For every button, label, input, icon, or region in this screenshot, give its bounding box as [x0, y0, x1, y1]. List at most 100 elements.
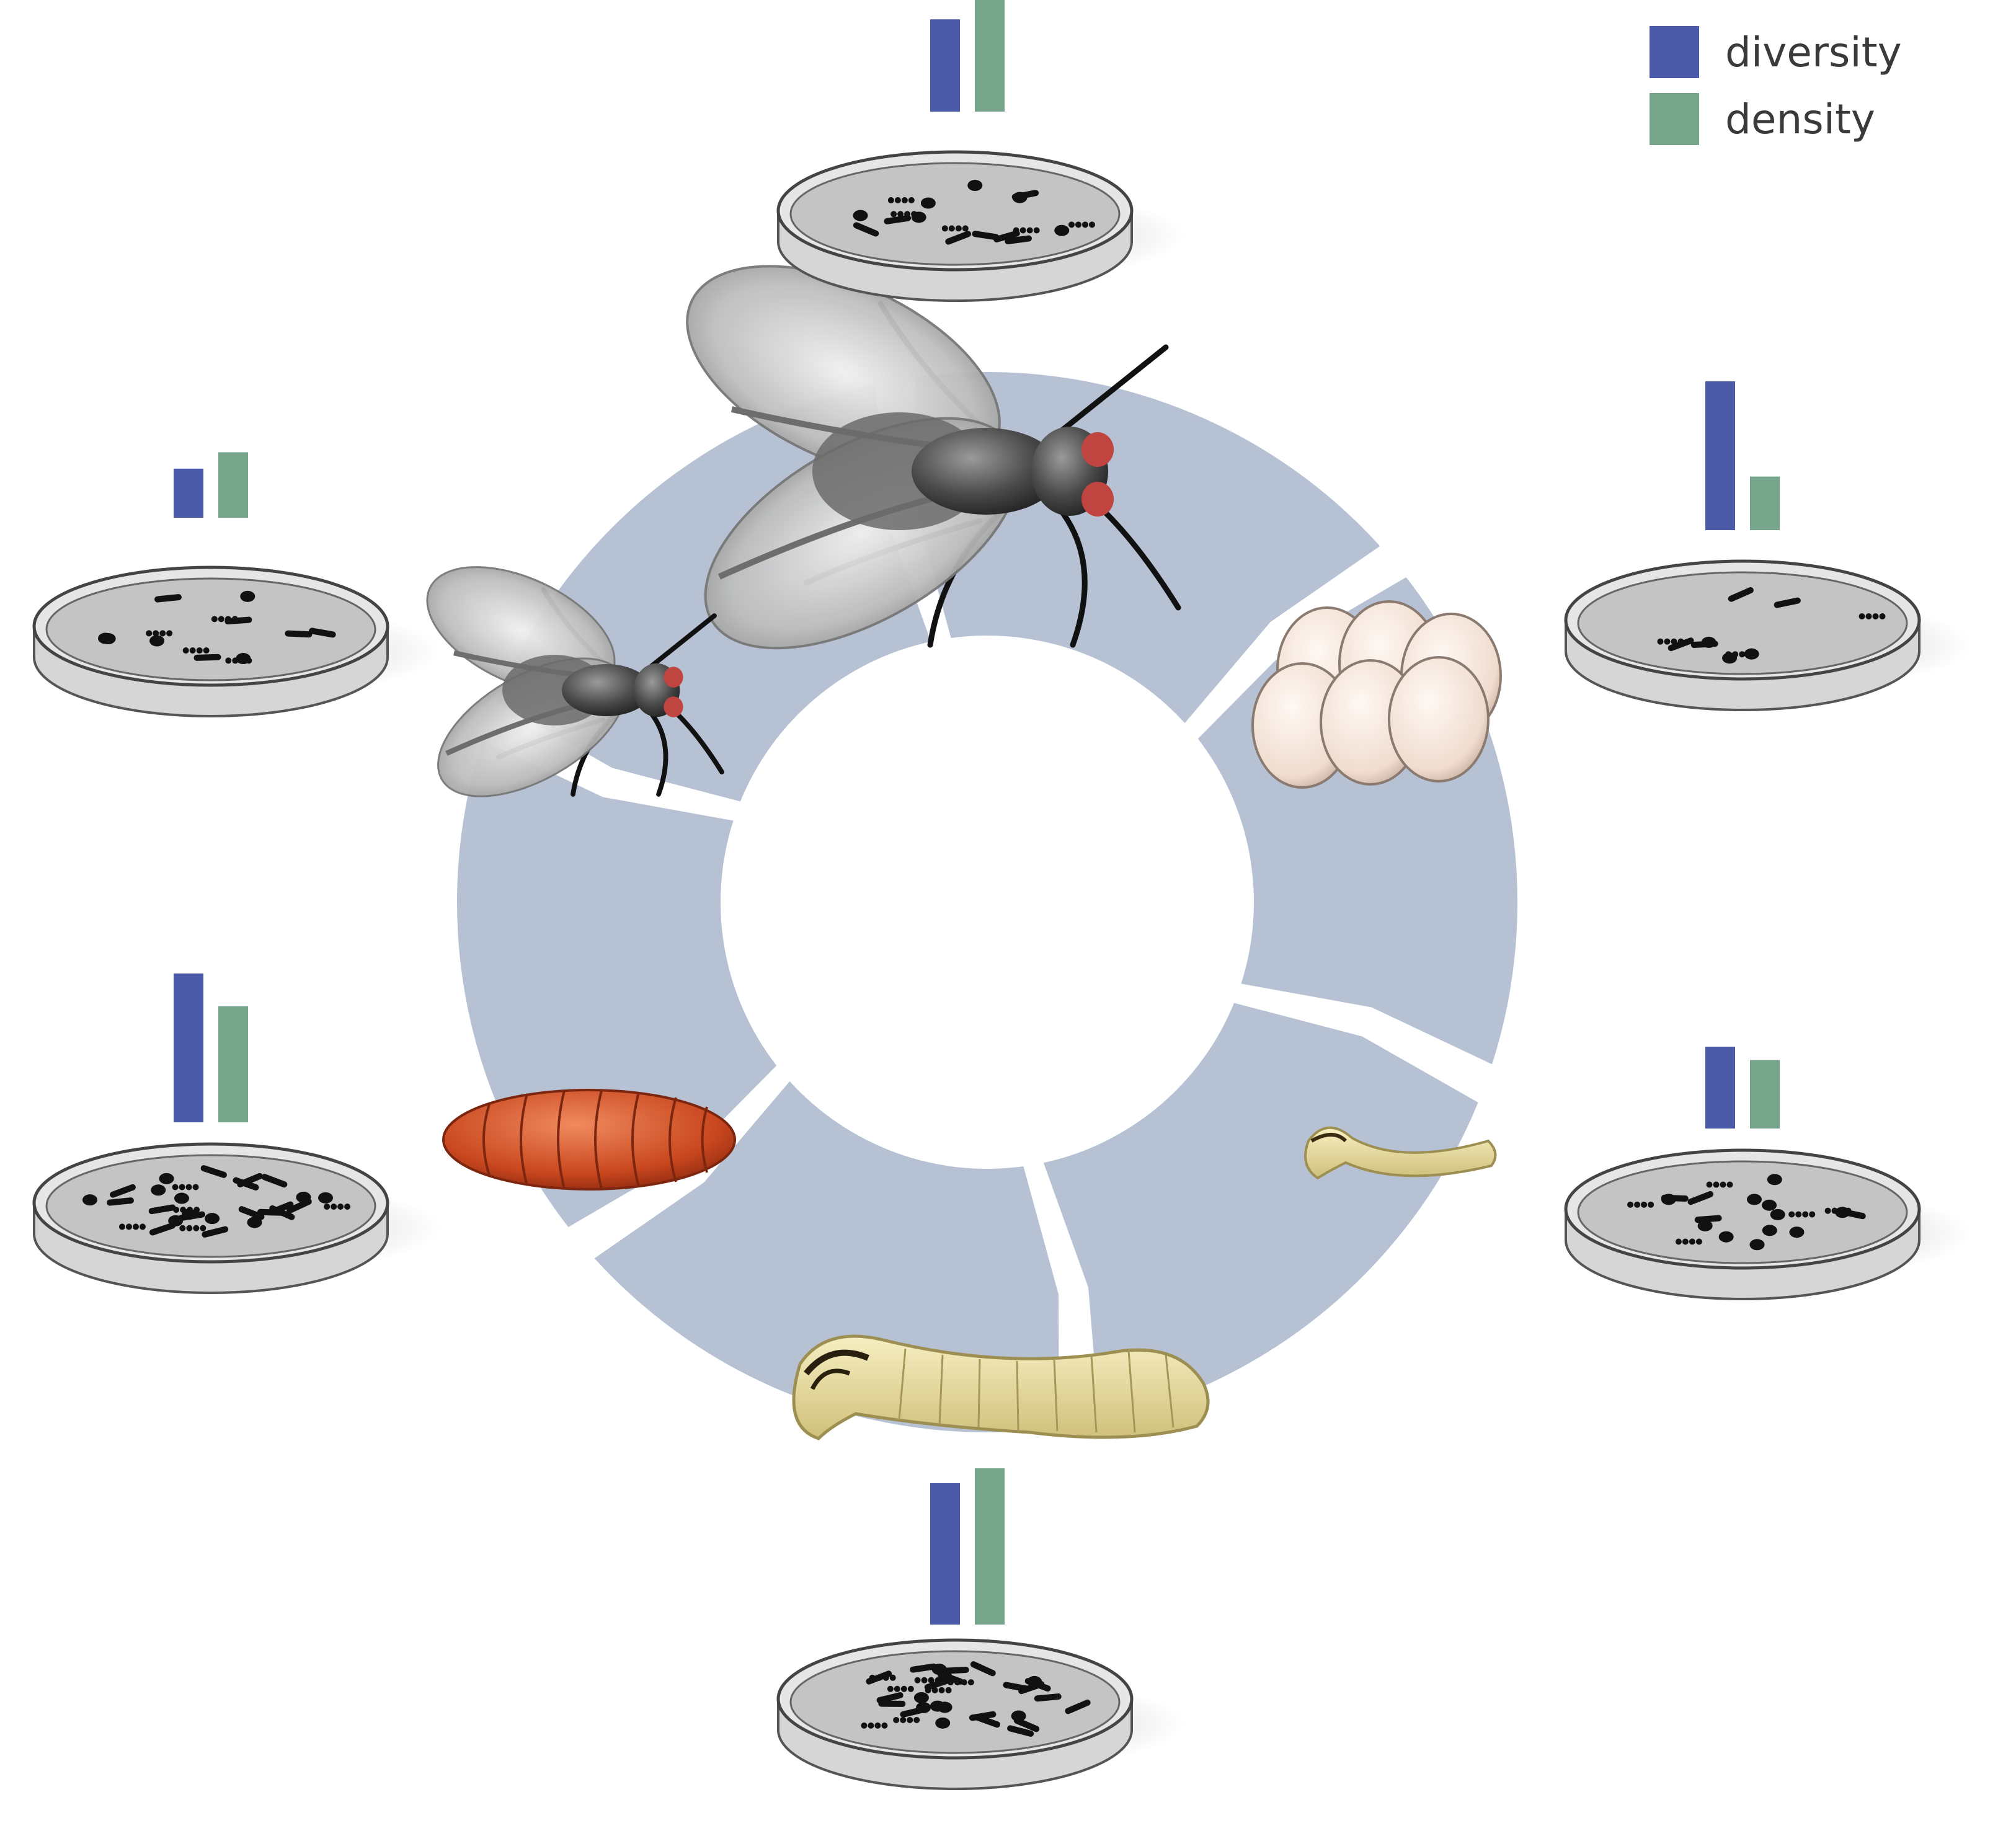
colony — [1003, 1682, 1030, 1692]
ring-segment — [594, 1081, 1060, 1432]
colony — [247, 1217, 262, 1228]
colony — [911, 211, 926, 223]
colony — [179, 1184, 185, 1191]
colony — [1694, 1215, 1722, 1223]
colony — [1774, 597, 1801, 608]
diversity-bar — [930, 19, 960, 112]
colony — [324, 1203, 331, 1210]
colony — [193, 654, 221, 661]
colony — [139, 1223, 146, 1230]
colony — [1013, 227, 1019, 234]
colony — [1675, 1238, 1682, 1245]
colony — [1865, 613, 1872, 620]
colony — [337, 1203, 344, 1210]
colony — [236, 653, 251, 665]
colony — [928, 1677, 935, 1683]
petri-dish — [1563, 1148, 1972, 1300]
colony — [1664, 638, 1671, 645]
colony — [1747, 1194, 1762, 1205]
colony — [1824, 1207, 1831, 1214]
colony — [318, 1192, 334, 1204]
colony — [938, 1687, 945, 1693]
colony — [1872, 613, 1879, 620]
colony — [1767, 1174, 1782, 1186]
colony — [224, 616, 231, 623]
colony — [1809, 1211, 1816, 1218]
legend: diversity density — [1650, 19, 1902, 153]
colony — [930, 1700, 945, 1712]
colony — [196, 647, 203, 654]
colony — [1879, 613, 1886, 620]
bar-pair-adult-male — [930, 0, 1005, 112]
colony — [1695, 1238, 1702, 1245]
colony — [172, 1184, 179, 1191]
colony — [1013, 1717, 1040, 1732]
diversity-bar — [1705, 381, 1735, 530]
colony — [1075, 221, 1081, 228]
legend-swatch-density — [1650, 93, 1699, 145]
colony — [233, 1177, 259, 1191]
colony — [1706, 1181, 1713, 1188]
bar-pair-first-instar-larva — [1705, 1047, 1780, 1129]
colony — [882, 1674, 889, 1681]
colony — [192, 1184, 199, 1191]
colony — [913, 1692, 929, 1703]
colony — [887, 1685, 894, 1692]
colony — [1005, 235, 1032, 244]
colony — [962, 225, 969, 232]
fly-icon — [426, 566, 724, 797]
colony — [154, 594, 182, 603]
petri-dish — [31, 565, 440, 717]
pupa-icon — [442, 1089, 736, 1191]
colony — [1718, 1231, 1734, 1243]
colony — [1701, 636, 1716, 648]
colony — [200, 1165, 227, 1178]
larva-icon — [1304, 1126, 1497, 1180]
colony — [186, 1225, 193, 1231]
colony — [1726, 1181, 1733, 1188]
colony — [151, 1184, 166, 1196]
colony — [146, 630, 153, 637]
colony — [1689, 1238, 1695, 1245]
colony — [869, 1674, 876, 1681]
colony — [970, 1661, 996, 1677]
colony — [231, 616, 238, 623]
diversity-bar — [174, 468, 203, 518]
colony — [1068, 221, 1075, 228]
colony — [200, 1225, 206, 1231]
colony — [1739, 651, 1746, 658]
colony — [331, 1203, 337, 1210]
colony — [107, 1197, 134, 1206]
legend-label: diversity — [1725, 28, 1902, 76]
diversity-bar — [1705, 1047, 1735, 1129]
colony — [931, 1687, 938, 1693]
colony — [1088, 221, 1095, 228]
colony — [1720, 1181, 1726, 1188]
colony — [185, 1184, 192, 1191]
colony — [1770, 1208, 1785, 1220]
colony — [1789, 1226, 1805, 1238]
colony — [202, 1226, 229, 1238]
colony — [910, 1663, 937, 1673]
colony — [193, 1225, 200, 1231]
colony — [1019, 227, 1026, 234]
colony — [344, 1203, 351, 1210]
colony — [993, 230, 1020, 242]
colony — [908, 197, 915, 203]
fly-icon — [686, 265, 1181, 650]
colony — [1839, 1208, 1866, 1220]
density-bar — [218, 1006, 248, 1122]
colony — [1054, 224, 1070, 236]
colony — [149, 1222, 176, 1236]
colony — [894, 1685, 900, 1692]
colony — [1728, 587, 1754, 602]
colony — [935, 1717, 951, 1729]
colony — [1762, 1199, 1777, 1211]
colony — [100, 633, 116, 645]
diversity-bar — [174, 973, 203, 1122]
colony — [1065, 1699, 1091, 1714]
colony — [1627, 1201, 1634, 1208]
colony — [1081, 221, 1088, 228]
colony — [1026, 227, 1033, 234]
